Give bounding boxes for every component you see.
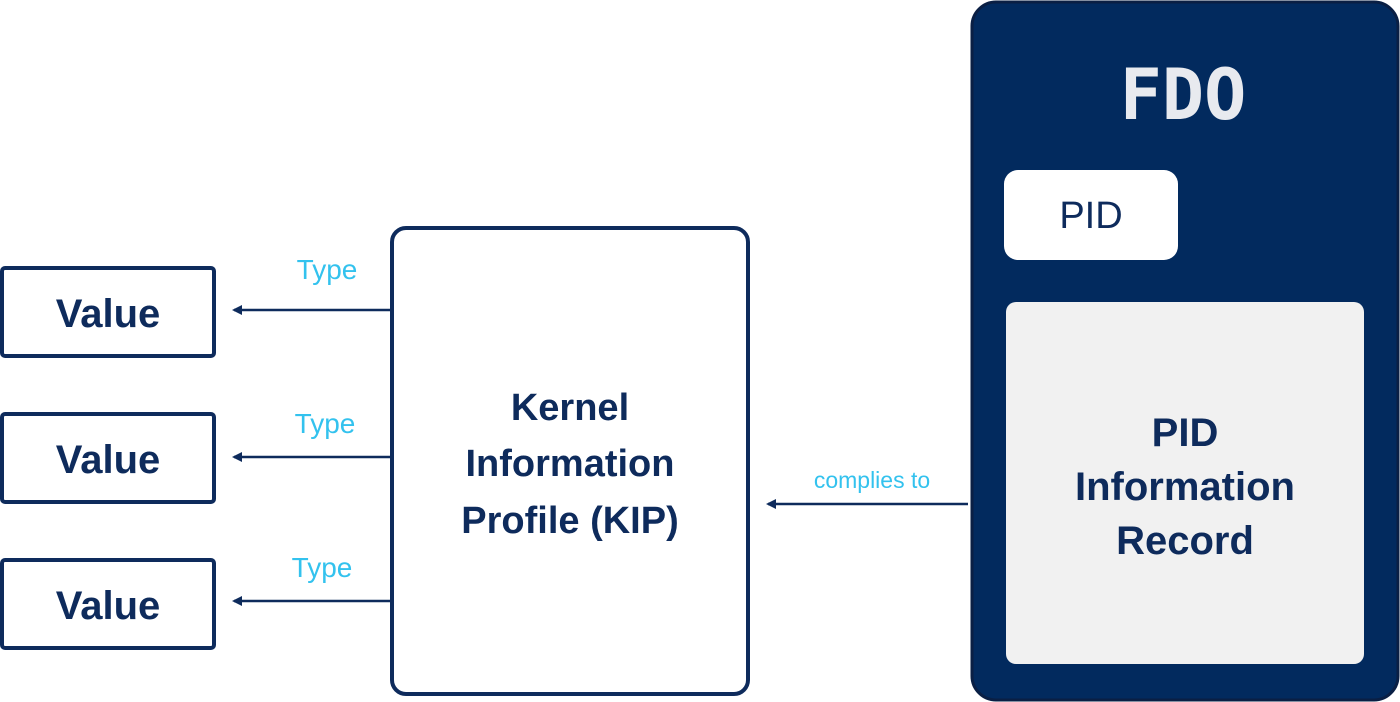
kip-label-line-2: Information [466,443,675,485]
type-edge-label: Type [297,254,358,285]
value-label: Value [56,292,161,336]
kip-label-line-1: Kernel [511,387,629,429]
pid-label: PID [1059,195,1122,237]
type-edge-1: Type [232,254,392,315]
type-edge-2: Type [232,408,392,462]
record-label-line-1: PID [1152,411,1219,455]
record-label-line-2: Information [1075,465,1295,509]
complies-to-edge: complies to [766,467,968,509]
pid-information-record-node: PID Information Record [1006,302,1364,664]
type-edge-3: Type [232,552,392,606]
value-label: Value [56,438,161,482]
type-edge-label: Type [295,408,356,439]
value-node-2: Value [0,412,216,504]
kip-label-line-3: Profile (KIP) [461,500,678,542]
fdo-node: FDO PID PID Information Record [970,0,1400,702]
value-label: Value [56,584,161,628]
value-node-1: Value [0,266,216,358]
type-edge-label: Type [292,552,353,583]
complies-to-label: complies to [814,467,930,493]
pid-node: PID [1004,170,1178,260]
fdo-title: FDO [1120,54,1246,136]
kip-node: Kernel Information Profile (KIP) [390,226,750,696]
record-label-line-3: Record [1116,519,1254,563]
value-node-3: Value [0,558,216,650]
